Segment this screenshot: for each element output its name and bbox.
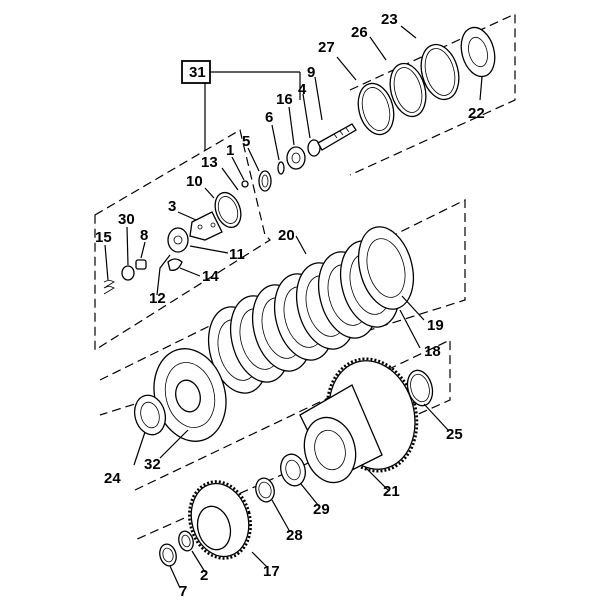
- callout-18: 18: [424, 343, 441, 360]
- adjuster-stack: [277, 123, 357, 175]
- leader-lines: [104, 25, 483, 589]
- part-washer-6: [277, 161, 285, 175]
- callout-25: 25: [446, 426, 463, 443]
- callout-20: 20: [278, 227, 295, 244]
- callout-8: 8: [140, 227, 148, 244]
- hub-assembly: [159, 453, 306, 567]
- clutch-shell-assembly: [299, 357, 434, 484]
- callout-14: 14: [202, 268, 219, 285]
- callout-16: 16: [276, 91, 293, 108]
- part-ring-5: [258, 170, 272, 192]
- part-spring-plate-22: [460, 26, 496, 78]
- clutch-plates: [208, 226, 415, 394]
- callout-27: 27: [318, 39, 335, 56]
- callout-21: 21: [383, 483, 400, 500]
- callout-3: 3: [168, 198, 176, 215]
- part-screw-1: [241, 180, 249, 188]
- part-ring-26: [389, 62, 427, 118]
- part-bearing-29: [280, 453, 306, 487]
- part-snap-ring-7: [159, 543, 177, 567]
- callout-32: 32: [144, 456, 161, 473]
- callout-labels: 31 9 27 26 23 22 4 16 6 5 1 13 10 3 30 1…: [95, 11, 485, 600]
- cover-rings: [357, 26, 496, 136]
- callout-24: 24: [104, 470, 121, 487]
- part-pin-8: [135, 259, 147, 270]
- pressure-plate-assembly: [133, 348, 227, 442]
- release-mechanism: [103, 170, 272, 295]
- callout-2: 2: [200, 567, 208, 584]
- part-bearing-24: [133, 394, 167, 436]
- callout-22: 22: [468, 105, 485, 122]
- part-bearing-30: [121, 265, 135, 281]
- callout-6: 6: [265, 109, 273, 126]
- callout-13: 13: [201, 154, 218, 171]
- callout-10: 10: [186, 173, 203, 190]
- callout-19: 19: [427, 317, 444, 334]
- part-ramp-plate-3: [189, 211, 223, 241]
- callout-28: 28: [286, 527, 303, 544]
- release-group-outline: [94, 129, 271, 352]
- part-bearing-4: [307, 139, 321, 157]
- callout-26: 26: [351, 24, 368, 41]
- part-spring-15: [103, 280, 115, 295]
- callout-31-bracket: [204, 71, 300, 150]
- callout-11: 11: [229, 246, 245, 263]
- callout-15: 15: [95, 229, 112, 246]
- callout-4: 4: [298, 81, 307, 98]
- callout-5: 5: [242, 133, 250, 150]
- part-snap-ring-28: [255, 477, 275, 503]
- part-inner-ramp-11: [167, 227, 189, 253]
- callout-30: 30: [118, 211, 135, 228]
- callout-9: 9: [307, 64, 315, 81]
- callout-12: 12: [149, 290, 166, 307]
- part-coupling-14: [167, 258, 183, 271]
- part-nut-16: [286, 146, 306, 170]
- plate-8: [357, 226, 415, 310]
- part-retaining-ring-10: [214, 191, 242, 229]
- callout-7: 7: [179, 583, 187, 600]
- callout-23: 23: [381, 11, 398, 28]
- callout-17: 17: [263, 563, 280, 580]
- part-adjusting-screw-9: [317, 123, 357, 151]
- part-washer-2: [178, 530, 194, 552]
- callout-31: 31: [189, 64, 206, 81]
- callout-1: 1: [226, 142, 234, 159]
- callout-29: 29: [313, 501, 330, 518]
